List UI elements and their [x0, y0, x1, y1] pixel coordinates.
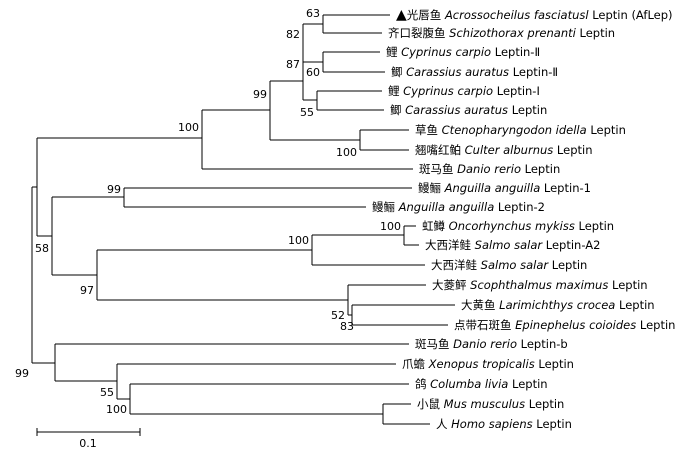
leaf-label: 大西洋鲑 Salmo salar Leptin-A2 — [425, 238, 600, 252]
leaf-label: 虹鳟 Oncorhynchus mykiss Leptin — [422, 219, 614, 233]
leaf-label: ▲光唇鱼 Acrossocheilus fasciatusl Leptin (A… — [396, 7, 673, 23]
bootstrap-value: 55 — [300, 106, 314, 119]
triangle-marker-icon: ▲ — [396, 7, 407, 23]
bootstrap-value: 100 — [336, 146, 357, 159]
leaf-label: 鳗鲡 Anguilla anguilla Leptin-2 — [372, 200, 545, 214]
leaf-label: 鲤 Cyprinus carpio Leptin-Ⅱ — [386, 45, 540, 59]
leaf-label: 鲫 Carassius auratus Leptin-Ⅱ — [391, 65, 558, 79]
scale-bar-label: 0.1 — [79, 437, 97, 449]
leaf-label: 点带石斑鱼 Epinephelus coioides Leptin — [454, 318, 675, 332]
leaf-label: 翘嘴红鲌 Culter alburnus Leptin — [415, 143, 593, 157]
leaf-label: 大黄鱼 Larimichthys crocea Leptin — [461, 298, 655, 312]
bootstrap-value: 58 — [35, 242, 49, 255]
leaf-label: 人 Homo sapiens Leptin — [436, 417, 572, 431]
bootstrap-value: 100 — [178, 121, 199, 134]
bootstrap-value: 99 — [107, 183, 121, 196]
leaf-label: 斑马鱼 Danio rerio Leptin-b — [415, 337, 568, 351]
leaf-label: 齐口裂腹鱼 Schizothorax prenanti Leptin — [388, 26, 615, 40]
bootstrap-value: 82 — [286, 28, 300, 41]
bootstrap-value: 97 — [80, 284, 94, 297]
bootstrap-value: 100 — [380, 220, 401, 233]
bootstrap-values: 63 82 60 87 55 99 100 100 99 100 58 97 1… — [15, 7, 401, 416]
leaf-label: 斑马鱼 Danio rerio Leptin — [419, 162, 560, 176]
leaf-labels: ▲光唇鱼 Acrossocheilus fasciatusl Leptin (A… — [372, 7, 675, 431]
scale-bar: 0.1 — [36, 428, 141, 449]
bootstrap-value: 83 — [340, 320, 354, 333]
bootstrap-value: 52 — [331, 309, 345, 322]
bootstrap-value: 100 — [288, 234, 309, 247]
leaf-label: 小鼠 Mus musculus Leptin — [417, 397, 564, 411]
bootstrap-value: 55 — [100, 386, 114, 399]
leaf-label: 鳗鲡 Anguilla anguilla Leptin-1 — [418, 181, 591, 195]
leaf-label: 草鱼 Ctenopharyngodon idella Leptin — [415, 123, 626, 137]
leaf-label: 大西洋鲑 Salmo salar Leptin — [431, 258, 587, 272]
bootstrap-value: 63 — [306, 7, 320, 20]
leaf-label: 鲫 Carassius auratus Leptin — [390, 103, 547, 117]
bootstrap-value: 99 — [15, 367, 29, 380]
leaf-label: 爪蟾 Xenopus tropicalis Leptin — [402, 357, 574, 371]
bootstrap-value: 100 — [106, 403, 127, 416]
leaf-label: 鲤 Cyprinus carpio Leptin-Ⅰ — [388, 84, 540, 98]
leaf-label: 大菱鲆 Scophthalmus maximus Leptin — [432, 278, 648, 292]
bootstrap-value: 60 — [306, 66, 320, 79]
leaf-label: 鸽 Columba livia Leptin — [415, 377, 548, 391]
bootstrap-value: 87 — [286, 58, 300, 71]
tree-branches — [31, 14, 455, 425]
bootstrap-value: 99 — [253, 88, 267, 101]
